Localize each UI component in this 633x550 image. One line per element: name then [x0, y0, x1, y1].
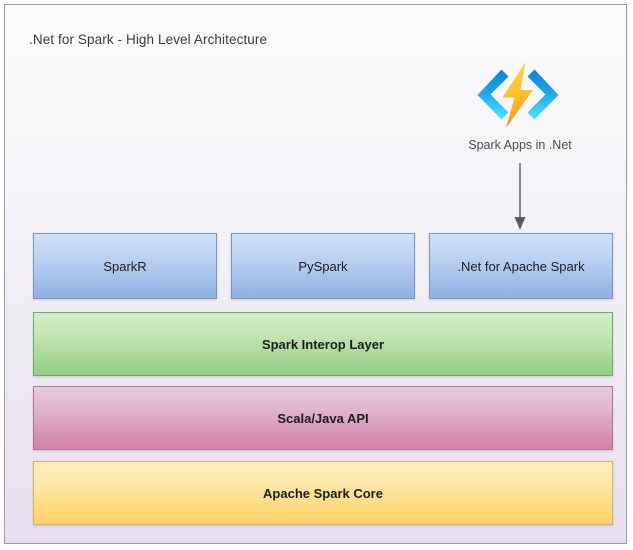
- layer-box-apache-spark-core[interactable]: Apache Spark Core: [33, 461, 613, 525]
- diagram-title: .Net for Spark - High Level Architecture: [29, 32, 268, 47]
- api-box-sparkr[interactable]: SparkR: [33, 233, 217, 299]
- layer-box-scala-java-api[interactable]: Scala/Java API: [33, 386, 613, 450]
- logo-caption: Spark Apps in .Net: [468, 138, 572, 152]
- spark-dotnet-code-brackets-lightning-icon: [475, 62, 561, 128]
- flow-arrow-down-icon: [510, 163, 530, 231]
- api-box-dotnet-for-apache-spark[interactable]: .Net for Apache Spark: [429, 233, 613, 299]
- api-box-pyspark[interactable]: PySpark: [231, 233, 415, 299]
- layer-box-spark-interop-layer[interactable]: Spark Interop Layer: [33, 312, 613, 376]
- diagram-frame: .Net for Spark - High Level Architecture: [4, 4, 627, 544]
